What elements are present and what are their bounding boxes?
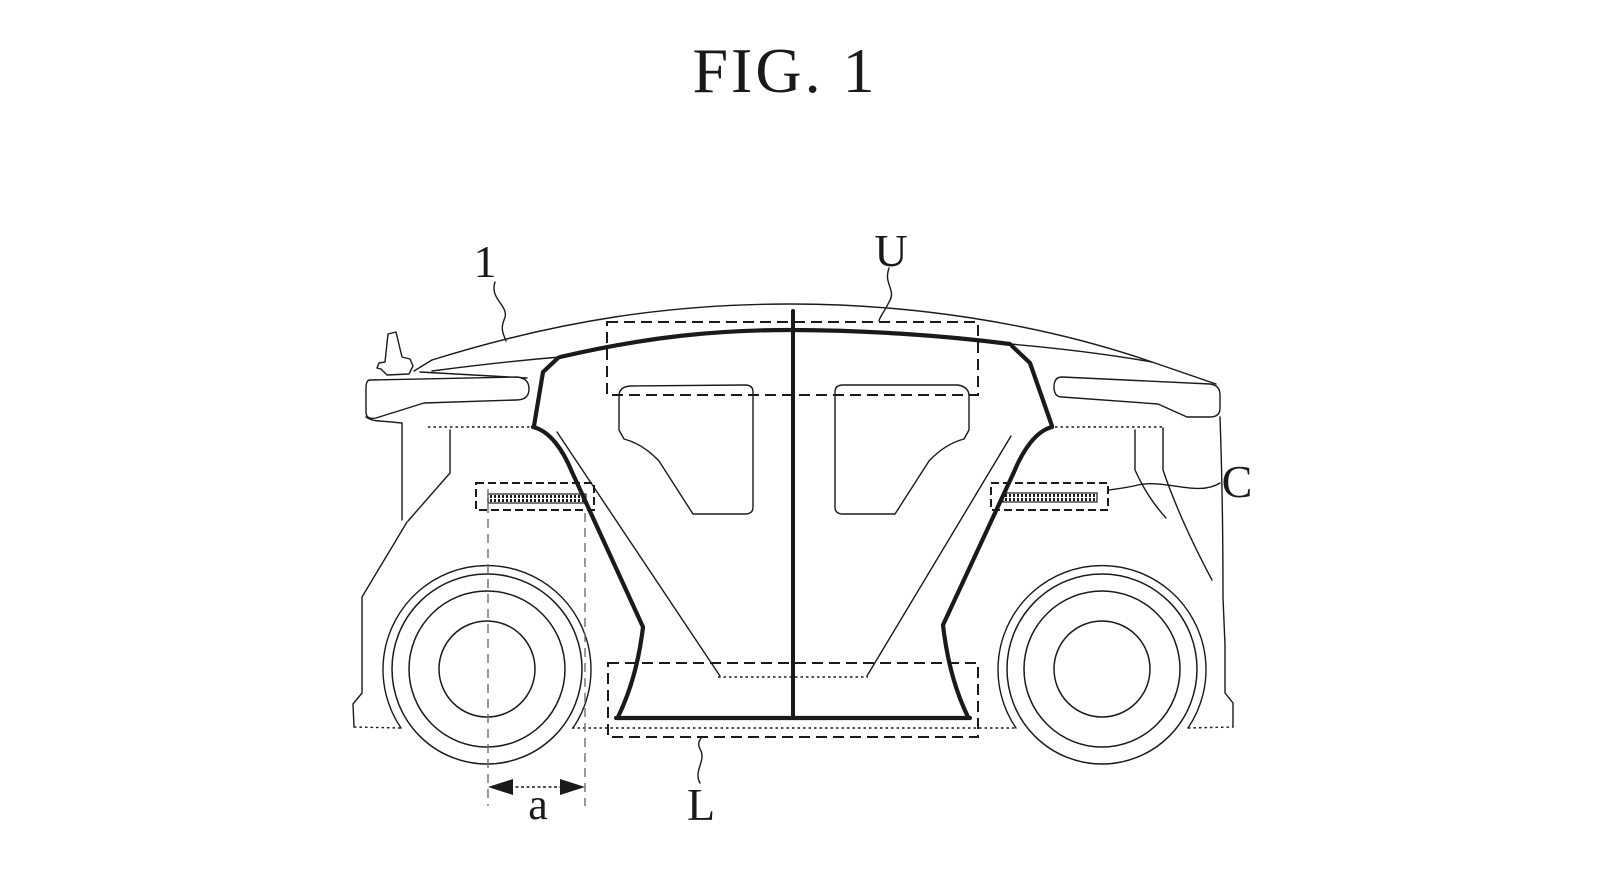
rear-wheel-arch (997, 564, 1207, 729)
vehicle-body-outline (352, 303, 1234, 729)
rear-light-bar (1053, 376, 1221, 418)
front-face-step (365, 416, 403, 521)
label-vehicle-1: 1 (474, 236, 497, 287)
figure-title: FIG. 1 (692, 35, 877, 106)
region-boxes (475, 321, 1109, 738)
label-center-c: C (1222, 456, 1253, 507)
front-door-inner-line (556, 431, 721, 677)
leader-center-c (1108, 482, 1221, 491)
label-dimension-a: a (528, 780, 548, 829)
label-lower-l: L (687, 779, 715, 830)
rear-clip-top (1151, 361, 1217, 385)
front-clip-top (413, 359, 433, 372)
front-wheel-arch (382, 564, 592, 729)
center-region-box-left (475, 482, 595, 511)
a-pillar-thick (531, 355, 561, 429)
antenna-fin (376, 331, 414, 376)
label-upper-u: U (874, 225, 907, 276)
rear-wheel-rim (1023, 590, 1181, 748)
leader-lower-l (697, 737, 703, 784)
front-underbody-seam (353, 726, 402, 729)
dimension-arrow (488, 779, 585, 795)
rear-wheelhouse-line (1134, 429, 1167, 519)
rear-wheel-tire (1006, 573, 1198, 765)
rear-underbody-seam (1187, 726, 1234, 729)
rear-door-inner-line (866, 435, 1012, 677)
roof-outer-line (431, 303, 1153, 363)
dim-arrowhead-right (560, 779, 585, 795)
front-wheel-hub (438, 620, 536, 718)
front-light-bar (365, 376, 530, 420)
dimension-guides (487, 489, 586, 806)
hatched-bar-left (487, 493, 587, 504)
leader-vehicle-1 (493, 281, 507, 342)
vehicle-dotted-seams (353, 426, 1234, 729)
rear-face-edge (1219, 416, 1234, 728)
reference-labels: 1 U C L a (474, 225, 1253, 830)
right-window (834, 384, 970, 515)
roof-band-rear (1009, 343, 1153, 363)
leader-lines (493, 267, 1221, 784)
roof-rail-thick (557, 327, 1013, 360)
hatched-bar-right-fill (1005, 494, 1095, 501)
front-door-edge-thick (530, 424, 646, 720)
hatched-bars (487, 492, 1098, 504)
c-pillar-thick (1009, 343, 1055, 429)
lower-region-box (607, 662, 979, 738)
rear-wheel-hub (1053, 620, 1151, 718)
roof-band-front (431, 356, 561, 372)
upper-region-box (606, 321, 979, 396)
vehicle-thick-structure (530, 309, 1055, 721)
wheels (391, 573, 1198, 765)
rear-door-edge-thick (940, 424, 1055, 720)
front-wheel-rim (408, 590, 566, 748)
front-wheel-tire (391, 573, 583, 765)
front-bumper-outline (352, 521, 408, 728)
dim-arrowhead-left (488, 779, 513, 795)
left-window (618, 384, 754, 515)
leader-upper-u (878, 267, 893, 322)
hatched-bar-left-fill (490, 495, 584, 502)
front-quarter-line (407, 429, 451, 522)
rear-quarter-line (1162, 427, 1213, 581)
hatched-bar-right (1002, 492, 1098, 503)
